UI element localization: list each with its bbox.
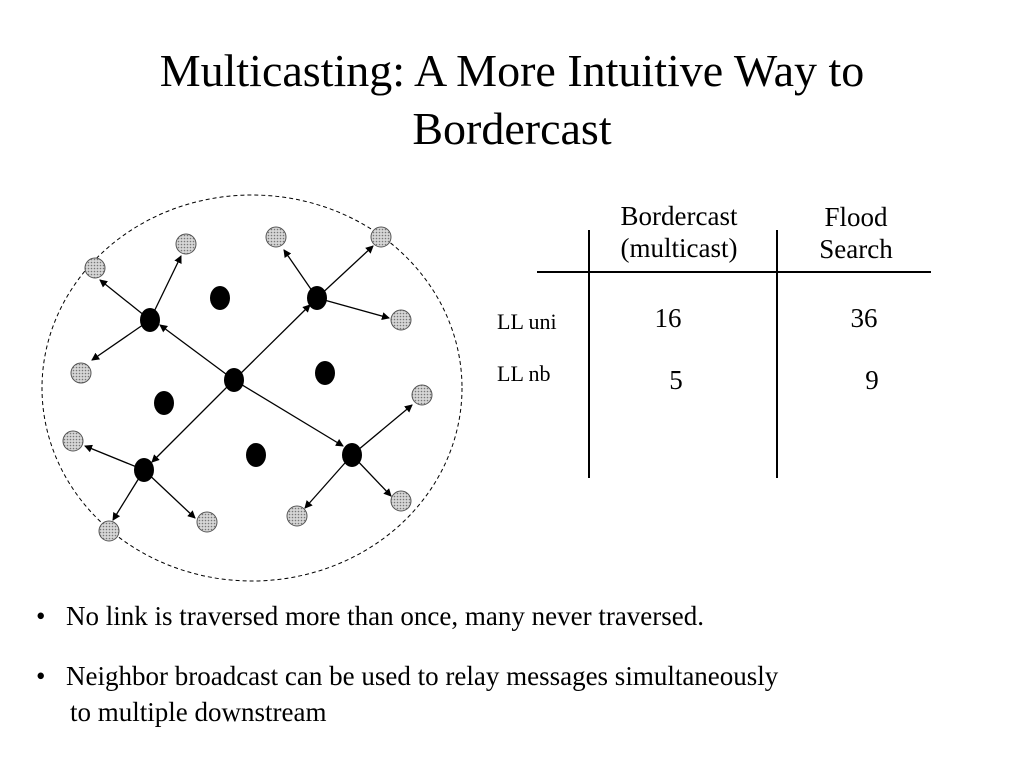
- interior-nodes: [134, 286, 362, 482]
- border-node: [390, 490, 412, 512]
- border-node: [390, 309, 412, 331]
- bullet-list: • No link is traversed more than once, m…: [36, 598, 996, 754]
- edges: [84, 245, 413, 521]
- relay-node: [134, 458, 154, 482]
- edge: [151, 379, 235, 463]
- table-column-rule-2: [776, 230, 778, 478]
- edge: [143, 469, 196, 519]
- border-node: [265, 226, 287, 248]
- relay-node: [140, 308, 160, 332]
- border-node: [84, 257, 106, 279]
- col-header-flood: Flood Search: [819, 202, 893, 264]
- border-node: [98, 520, 120, 542]
- edge: [159, 324, 235, 381]
- bullet-text-line-1: Neighbor broadcast can be used to relay …: [66, 661, 779, 691]
- slide-title: Multicasting: A More Intuitive Way to Bo…: [0, 42, 1024, 158]
- row-label-ll-nb: LL nb: [497, 361, 551, 386]
- idle-node: [154, 391, 174, 415]
- slide-title-line-1: Multicasting: A More Intuitive Way to: [159, 45, 865, 96]
- border-node: [370, 226, 392, 248]
- border-node: [62, 430, 84, 452]
- border-node: [411, 384, 433, 406]
- edge: [91, 319, 151, 361]
- border-node: [286, 505, 308, 527]
- border-nodes: [62, 226, 433, 542]
- zone-boundary: [41, 194, 463, 582]
- bullet-marker: •: [36, 601, 46, 631]
- cell-ll-nb-bordercast: 5: [669, 365, 683, 395]
- edge: [304, 454, 353, 509]
- relay-node: [342, 443, 362, 467]
- col-header-bordercast: Bordercast (multicast): [620, 201, 738, 263]
- border-node: [175, 233, 197, 255]
- edge: [316, 245, 374, 299]
- bullet-marker: •: [36, 661, 46, 691]
- border-node: [70, 362, 92, 384]
- edge: [351, 404, 413, 456]
- edge: [99, 279, 151, 321]
- edge: [233, 379, 344, 447]
- edge: [149, 255, 182, 321]
- idle-node: [315, 361, 335, 385]
- idle-node: [210, 286, 230, 310]
- edge: [233, 304, 311, 381]
- edge: [84, 444, 145, 471]
- cell-ll-nb-flood: 9: [865, 365, 879, 395]
- bullet-item: • No link is traversed more than once, m…: [36, 598, 996, 634]
- idle-node: [246, 443, 266, 467]
- table-header-rule: [537, 271, 931, 273]
- border-node: [196, 511, 218, 533]
- bullet-item: • Neighbor broadcast can be used to rela…: [36, 658, 996, 730]
- relay-node: [307, 286, 327, 310]
- cell-ll-uni-bordercast: 16: [654, 303, 682, 333]
- edge: [316, 297, 390, 320]
- cell-ll-uni-flood: 36: [850, 303, 878, 333]
- row-label-ll-uni: LL uni: [497, 309, 557, 334]
- bullet-text-line-2: to multiple downstream: [70, 697, 327, 727]
- table-column-rule-1: [588, 230, 590, 478]
- slide-title-line-2: Bordercast: [412, 103, 612, 154]
- source-node: [224, 368, 244, 392]
- bullet-text: No link is traversed more than once, man…: [66, 601, 705, 631]
